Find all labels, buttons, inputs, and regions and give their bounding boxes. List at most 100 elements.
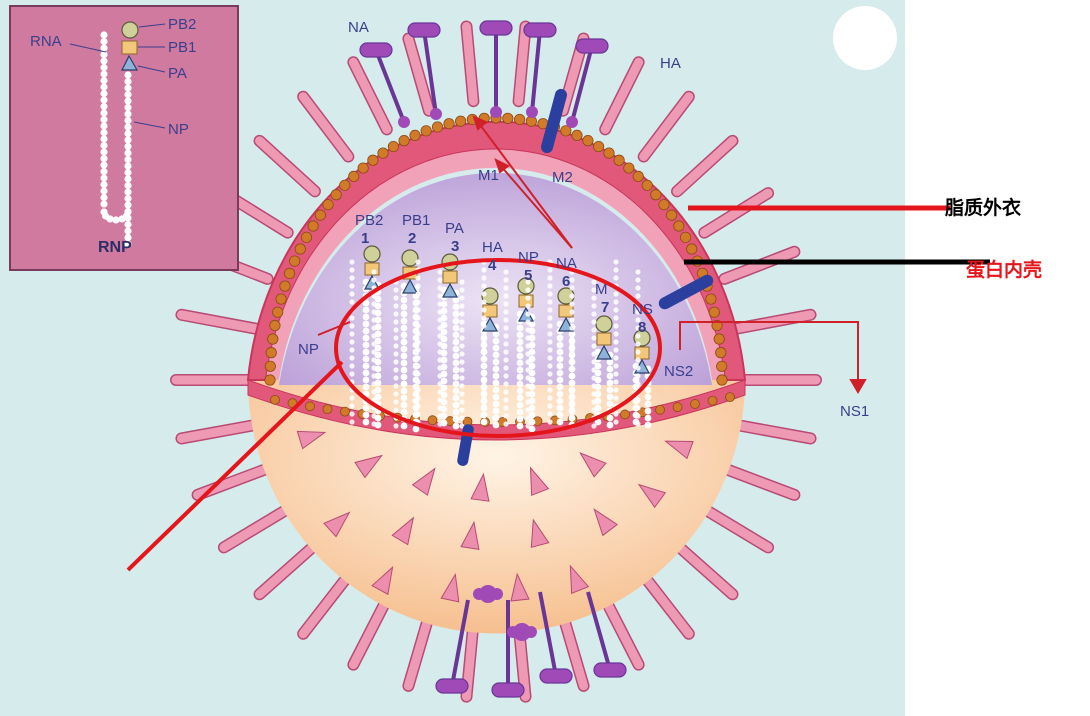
np-bead: [349, 331, 355, 337]
np-bead: [393, 327, 399, 333]
np-bead: [644, 407, 652, 415]
surface-cone: [460, 520, 480, 550]
np-bead: [400, 394, 408, 402]
np-bead: [635, 373, 641, 379]
ha-spike-fill: [348, 594, 392, 670]
np-bead: [644, 393, 652, 401]
np-bead: [481, 363, 487, 369]
np-bead: [400, 331, 408, 339]
np-bead: [440, 412, 448, 420]
np-bead: [393, 311, 399, 317]
inset-np-bead: [100, 161, 108, 169]
np-bead: [591, 319, 597, 325]
surface-cone: [296, 430, 327, 450]
ha-spike-fill: [699, 504, 773, 552]
np-bead: [503, 373, 509, 379]
na-stalk: [530, 29, 542, 113]
np-bead: [437, 405, 443, 411]
segment-name-label: M: [595, 281, 608, 298]
na-stalk: [570, 45, 594, 123]
label-ns2: NS2: [664, 363, 693, 380]
np-bead: [503, 285, 509, 291]
np-bead: [516, 394, 524, 402]
matrix-bead: [716, 374, 728, 386]
inset-np-bead: [100, 135, 108, 143]
rnp-inset: RNA PB2 PB1 PA NP RNP: [9, 5, 239, 271]
ha-spike-fill: [219, 504, 293, 552]
matrix-bead: [322, 199, 334, 211]
np-bead: [459, 287, 465, 293]
np-bead: [415, 363, 421, 369]
inset-np-bead: [100, 174, 108, 182]
matrix-bead: [560, 125, 572, 137]
np-bead: [569, 277, 575, 283]
np-bead: [481, 291, 487, 297]
matrix-bead: [264, 360, 276, 372]
np-bead: [492, 379, 500, 387]
np-bead: [452, 345, 460, 353]
label-m1: M1: [478, 167, 499, 184]
np-bead: [459, 391, 465, 397]
inset-np-bead: [124, 175, 132, 183]
np-bead: [516, 373, 524, 381]
np-bead: [393, 391, 399, 397]
np-bead: [492, 365, 500, 373]
np-bead: [452, 317, 460, 325]
np-bead: [415, 339, 421, 345]
np-bead: [635, 349, 641, 355]
np-bead: [525, 351, 531, 357]
na-tetramer: [513, 623, 531, 641]
inset-np-bead: [124, 168, 132, 177]
np-bead: [547, 403, 553, 409]
np-bead: [528, 418, 536, 426]
np-bead: [459, 311, 465, 317]
na-head: [523, 22, 557, 38]
inset-line-pb2: [138, 23, 166, 28]
np-bead: [547, 315, 553, 321]
matrix-bead: [620, 409, 630, 420]
np-bead: [349, 275, 355, 281]
inset-label-np: NP: [168, 121, 189, 138]
np-bead: [393, 359, 399, 365]
inset-line-pa: [137, 65, 166, 73]
np-bead: [437, 421, 443, 427]
np-bead: [440, 391, 448, 399]
np-bead: [525, 335, 531, 341]
matrix-bead: [307, 220, 319, 232]
matrix-bead: [613, 154, 625, 166]
matrix-bead: [340, 406, 350, 417]
np-bead: [591, 407, 597, 413]
np-bead: [400, 303, 408, 311]
np-bead: [362, 362, 370, 370]
np-bead: [481, 419, 487, 425]
np-bead: [525, 343, 531, 349]
rnp-segment: [480, 287, 500, 429]
np-bead: [459, 351, 465, 357]
arrow-m1b-head: [472, 115, 488, 131]
np-bead: [437, 333, 443, 339]
np-bead: [613, 339, 619, 345]
inset-pb1-icon: [121, 40, 138, 55]
np-bead: [415, 283, 421, 289]
na-tetramer: [507, 626, 519, 638]
np-bead: [516, 408, 524, 416]
np-bead: [503, 341, 509, 347]
np-bead: [437, 373, 443, 379]
np-bead: [556, 362, 564, 370]
np-bead: [437, 269, 443, 275]
np-bead: [591, 303, 597, 309]
ha-spike-fill: [403, 34, 434, 116]
np-bead: [591, 391, 597, 397]
inset-np-bead: [124, 240, 132, 248]
segment-name-label: NP: [518, 249, 539, 266]
np-bead: [569, 357, 575, 363]
np-bead: [440, 300, 448, 308]
matrix-bead: [673, 220, 685, 232]
np-bead: [635, 277, 641, 283]
ha-spike-fill: [719, 247, 799, 284]
np-bead: [452, 415, 460, 423]
surface-cone-layer: [296, 430, 694, 603]
np-bead: [393, 303, 399, 309]
inset-np-bead: [100, 37, 108, 46]
inset-np-bead: [100, 187, 108, 195]
